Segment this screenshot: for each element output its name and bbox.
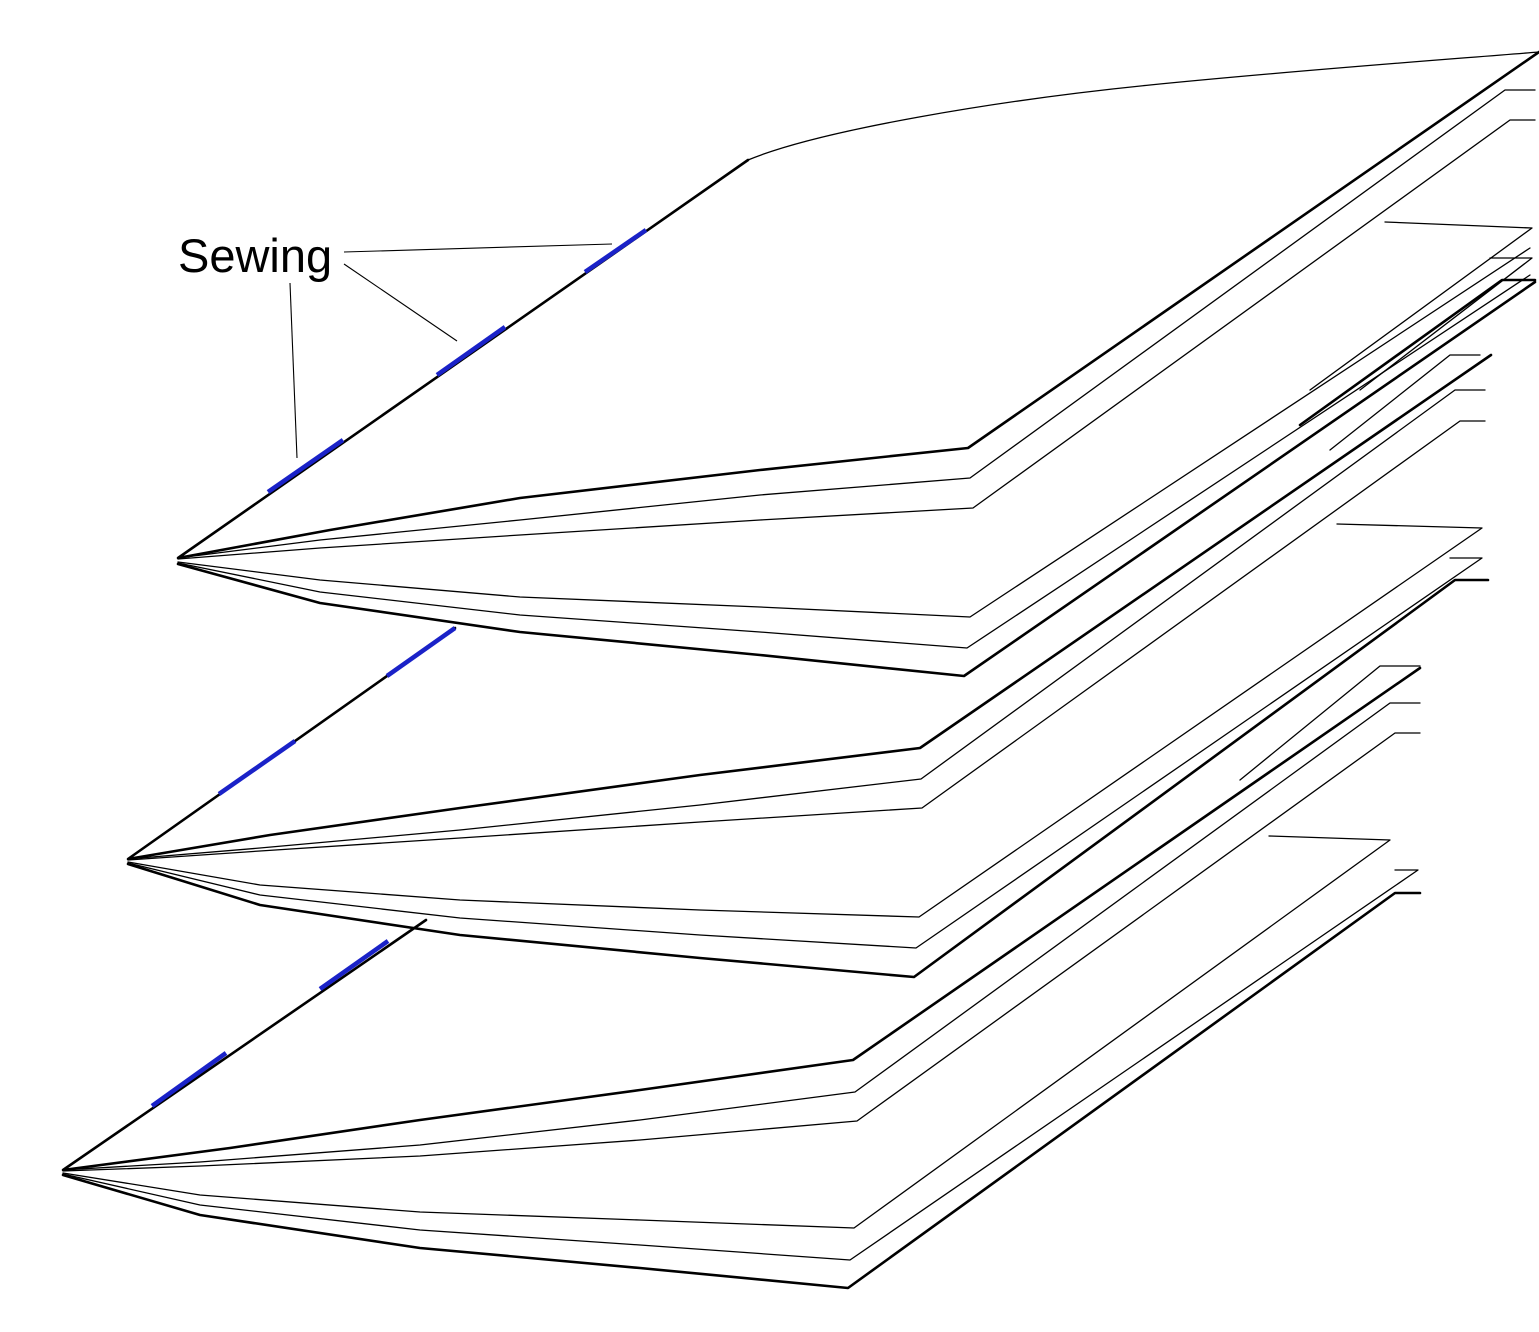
signature-3-top-sheet-main [61, 666, 1422, 1172]
signature-2-bottom-sheet-2 [127, 557, 1483, 949]
signature-1-open-sheet [747, 51, 1539, 161]
signature-1-stitch-3 [583, 228, 648, 274]
signature-2-top-sheet-main [126, 353, 1493, 861]
sewing-label: Sewing [178, 229, 332, 282]
leader-line-to-top-stitch [343, 243, 613, 253]
signature-2-top-sheet-3 [127, 420, 1486, 861]
signature-2-stitch-1 [217, 739, 297, 796]
signature-1 [176, 50, 1539, 678]
sewing-annotation: Sewing [178, 229, 613, 459]
signature-1-second-group-2 [1359, 257, 1533, 391]
signature-3-bottom-sheet-main [61, 891, 1422, 1290]
signature-1-stitch-1 [266, 438, 345, 494]
signature-1-second-group-top [1309, 221, 1533, 391]
signature-2-top-sheet-outer [1329, 354, 1481, 451]
leader-line-to-middle-stitch [343, 263, 458, 342]
signature-1-top-sheet-main [176, 50, 1539, 560]
signature-3-top-sheet-3 [62, 732, 1421, 1172]
signature-1-bottom-sheet-2 [177, 274, 1531, 649]
signature-1-stitch-2 [435, 325, 507, 377]
signature-2-top-sheet-2 [127, 389, 1486, 860]
signature-3-top-sheet-2 [62, 702, 1421, 1171]
signature-2-bottom-sheet-main [126, 578, 1490, 979]
signature-3-top-sheet-outer [1239, 665, 1421, 781]
signature-2-bottom-sheet-1 [127, 523, 1483, 918]
signature-3 [61, 665, 1422, 1290]
signature-3-bottom-sheet-2 [62, 869, 1419, 1261]
signature-3-stitch-1 [150, 1051, 228, 1108]
signature-1-top-sheet-3 [177, 119, 1536, 560]
signature-1-top-sheet-2 [177, 89, 1536, 559]
signature-3-bottom-sheet-1 [62, 835, 1391, 1229]
signature-1-bottom-sheet-1 [177, 247, 1531, 618]
leader-line-to-lower-stitch [289, 282, 298, 459]
signature-1-second-group-main [1298, 278, 1537, 427]
signature-2-stitch-2 [385, 626, 457, 678]
signature-2 [126, 353, 1493, 979]
signature-3-stitch-2 [318, 939, 390, 991]
signature-1-bottom-sheet-main [176, 280, 1537, 678]
